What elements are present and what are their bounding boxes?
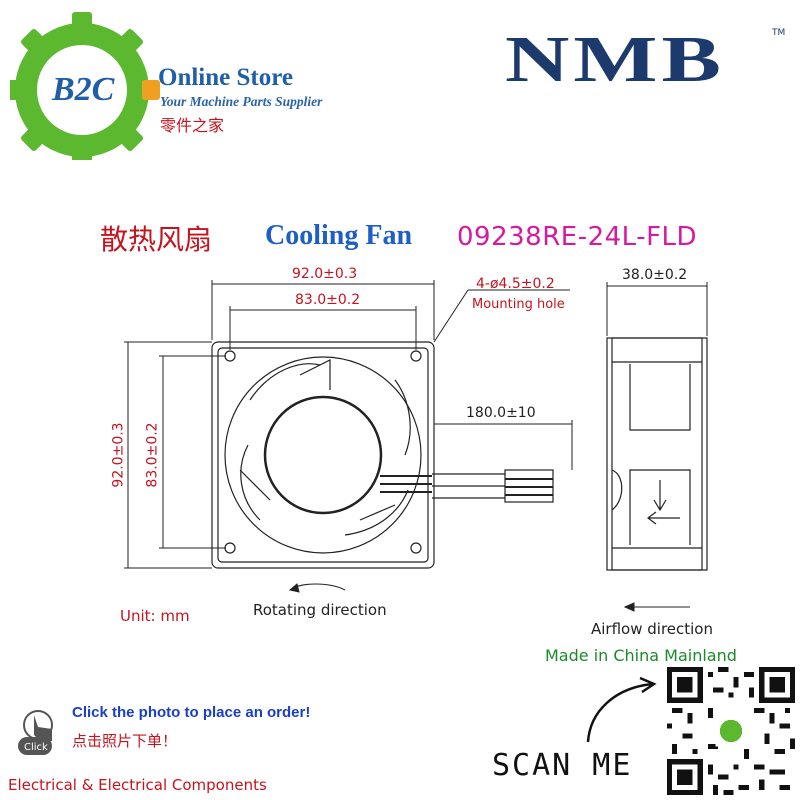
store-title: Online Store <box>158 64 293 91</box>
origin-label: Made in China Mainland <box>545 646 737 665</box>
qr-code[interactable] <box>667 667 795 795</box>
height-hole-dimension: 83.0±0.2 <box>144 422 161 488</box>
mounting-hole-spec: 4-ø4.5±0.2 <box>476 276 555 292</box>
width-hole-dimension: 83.0±0.2 <box>295 292 361 308</box>
click-icon-text: Click <box>24 742 48 753</box>
logo-text: B2C <box>51 71 115 108</box>
nmb-logo: NMB <box>505 23 726 96</box>
cable-length-dimension: 180.0±10 <box>466 405 536 421</box>
width-outer-dimension: 92.0±0.3 <box>292 266 358 282</box>
footer-category: Electrical & Electrical Components <box>8 776 267 794</box>
store-chinese-name: 零件之家 <box>160 116 225 135</box>
scan-me-label: SCAN ME <box>492 748 633 783</box>
model-number: 09238RE-24L-FLD <box>457 222 698 252</box>
curved-arrow-icon <box>586 676 657 743</box>
trademark-mark: TM <box>772 28 786 38</box>
airflow-direction-label: Airflow direction <box>591 620 713 638</box>
store-subtitle: Your Machine Parts Supplier <box>160 94 323 109</box>
mounting-hole-label: Mounting hole <box>472 297 565 312</box>
rotating-direction-label: Rotating direction <box>253 601 387 619</box>
order-link-cn[interactable]: 点击照片下单！ <box>72 732 178 750</box>
unit-label: Unit: mm <box>120 607 190 625</box>
depth-dimension: 38.0±0.2 <box>622 267 688 283</box>
height-outer-dimension: 92.0±0.3 <box>110 422 127 488</box>
b2c-gear-logo: B2C <box>10 12 160 160</box>
product-title-cn: 散热风扇 <box>100 223 213 256</box>
hand-click-icon[interactable]: Click <box>16 705 64 757</box>
product-title-en: Cooling Fan <box>265 220 413 251</box>
order-link[interactable]: Click the photo to place an order! <box>72 704 311 721</box>
